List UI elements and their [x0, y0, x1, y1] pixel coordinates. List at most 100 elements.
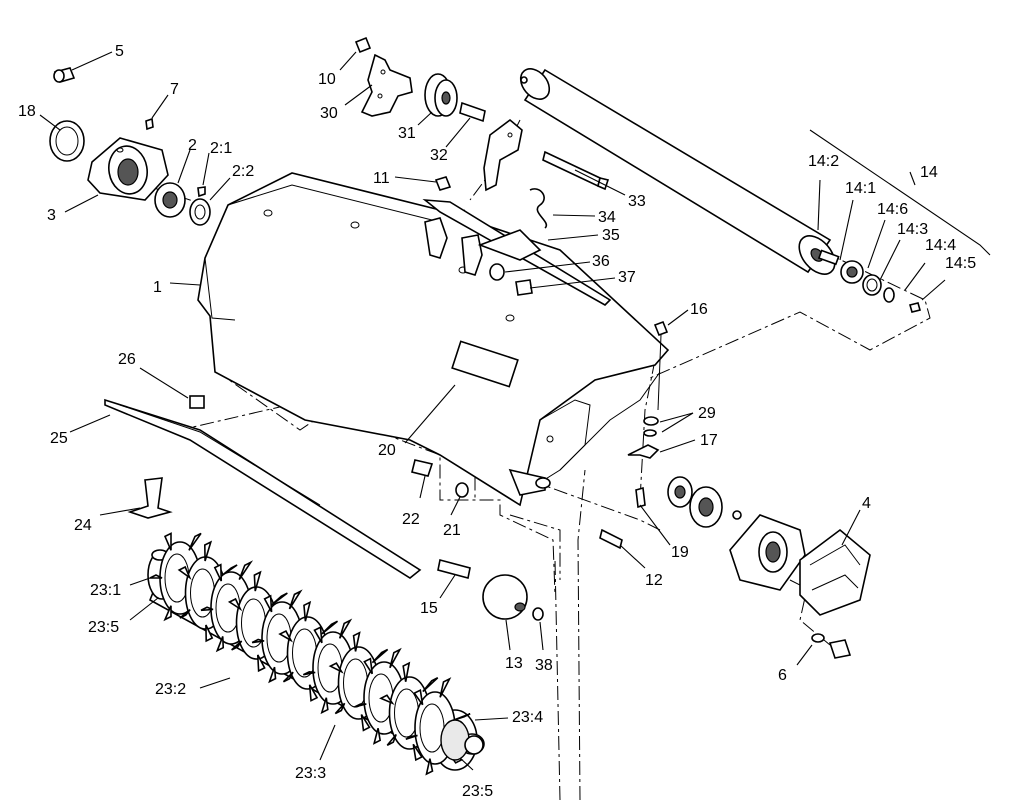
rear-roller	[519, 68, 921, 313]
callout-14-2: 14:2	[808, 153, 839, 170]
callout-30: 30	[320, 105, 338, 122]
reel-tine	[163, 605, 172, 622]
callout-14-3: 14:3	[897, 221, 928, 238]
lower-left-parts	[104, 395, 544, 621]
callout-2-2: 2:2	[232, 163, 254, 180]
callout-14-6: 14:6	[877, 201, 908, 218]
callout-26: 26	[118, 351, 136, 368]
reel-tine	[179, 609, 191, 619]
ball-13	[482, 574, 528, 620]
reel-tine	[389, 647, 402, 669]
reel-tine	[308, 684, 319, 702]
reel-tine	[256, 654, 266, 673]
reel-tine	[452, 713, 471, 722]
callout-3: 3	[47, 207, 56, 224]
reel-tine	[439, 677, 452, 698]
reel-tine	[405, 734, 418, 740]
reel-tine	[213, 563, 223, 582]
reel-tine	[263, 594, 273, 613]
callout-23-5-left: 23:5	[88, 619, 119, 636]
reel-tine	[372, 728, 382, 745]
reel-tine	[282, 671, 294, 683]
reel-tine	[163, 532, 172, 551]
callout-6: 6	[778, 667, 787, 684]
reel-tine	[413, 688, 424, 706]
reel-tine	[354, 703, 367, 708]
reel-tine	[321, 620, 339, 635]
callout-23-5-right: 23:5	[462, 783, 493, 800]
callout-14: 14	[920, 164, 938, 181]
reel-tine	[188, 532, 202, 551]
callout-22: 22	[402, 511, 420, 528]
reel-tine	[227, 597, 243, 612]
callout-16: 16	[690, 301, 708, 318]
reel-tine	[386, 733, 397, 746]
callout-5: 5	[115, 43, 124, 60]
callout-33: 33	[628, 193, 646, 210]
callout-11: 11	[373, 170, 390, 187]
reel-tine	[313, 625, 323, 644]
reel-tine	[215, 636, 225, 653]
callout-13: 13	[505, 655, 523, 672]
reel-tine	[177, 565, 192, 581]
callout-14-5: 14:5	[945, 255, 976, 272]
callout-25: 25	[50, 430, 68, 447]
decal-plate	[451, 340, 519, 388]
reel-tine	[231, 640, 243, 651]
reel-shaft-end	[464, 735, 484, 755]
reel-tine	[149, 574, 163, 579]
reel-tine	[360, 714, 371, 732]
spacer-26	[189, 395, 205, 409]
reel-tine	[402, 661, 411, 682]
reel-tine	[203, 540, 213, 562]
callout-18: 18	[18, 103, 36, 120]
reel-tine	[288, 589, 303, 610]
callout-24: 24	[74, 517, 92, 534]
callout-38: 38	[535, 657, 553, 674]
reel-tine	[334, 702, 346, 715]
seal-18	[49, 120, 85, 162]
reel-tine	[379, 694, 395, 706]
reel-tine	[268, 666, 277, 684]
reel-tine	[352, 631, 361, 652]
callout-7: 7	[170, 81, 179, 98]
reel-tine	[422, 677, 439, 693]
callout-17: 17	[700, 432, 718, 449]
end-cap-4	[799, 528, 871, 616]
reel-tine	[270, 592, 288, 606]
callout-23-1: 23:1	[90, 582, 121, 599]
callout-37: 37	[618, 269, 636, 286]
reel-tine	[303, 600, 312, 622]
callout-32: 32	[430, 147, 448, 164]
reel-end-hub	[440, 719, 470, 761]
reel-tine	[302, 670, 316, 676]
reel-tine	[238, 560, 254, 581]
callout-36: 36	[592, 253, 610, 270]
blade-25	[104, 398, 422, 579]
callout-2-1: 2:1	[210, 140, 232, 157]
reel-tine	[253, 570, 262, 592]
reel-tine	[412, 743, 423, 762]
reel-tine	[205, 624, 214, 643]
callout-2: 2	[188, 137, 197, 154]
leader-lines	[39, 51, 991, 771]
callout-23-4: 23:4	[512, 709, 543, 726]
callout-14-4: 14:4	[925, 237, 956, 254]
verticutter-reel	[147, 532, 485, 776]
left-bearing-assembly	[49, 67, 211, 226]
reel-tine	[363, 657, 374, 675]
callout-15: 15	[420, 600, 438, 617]
reel-tine	[320, 697, 329, 715]
reel-tine	[251, 638, 265, 644]
reel-tine	[371, 648, 389, 664]
callout-34: 34	[598, 209, 616, 226]
callout-29: 29	[698, 405, 716, 422]
callout-19: 19	[671, 544, 689, 561]
callout-labels: 5 7 18 2 2:1 2:2 3 10 30 31 32 11 33 34 …	[18, 43, 976, 800]
reel-tine	[425, 758, 434, 776]
reel-tine	[328, 662, 344, 674]
callout-21: 21	[443, 522, 461, 539]
right-side-assembly	[599, 320, 871, 659]
callout-4: 4	[862, 495, 871, 512]
